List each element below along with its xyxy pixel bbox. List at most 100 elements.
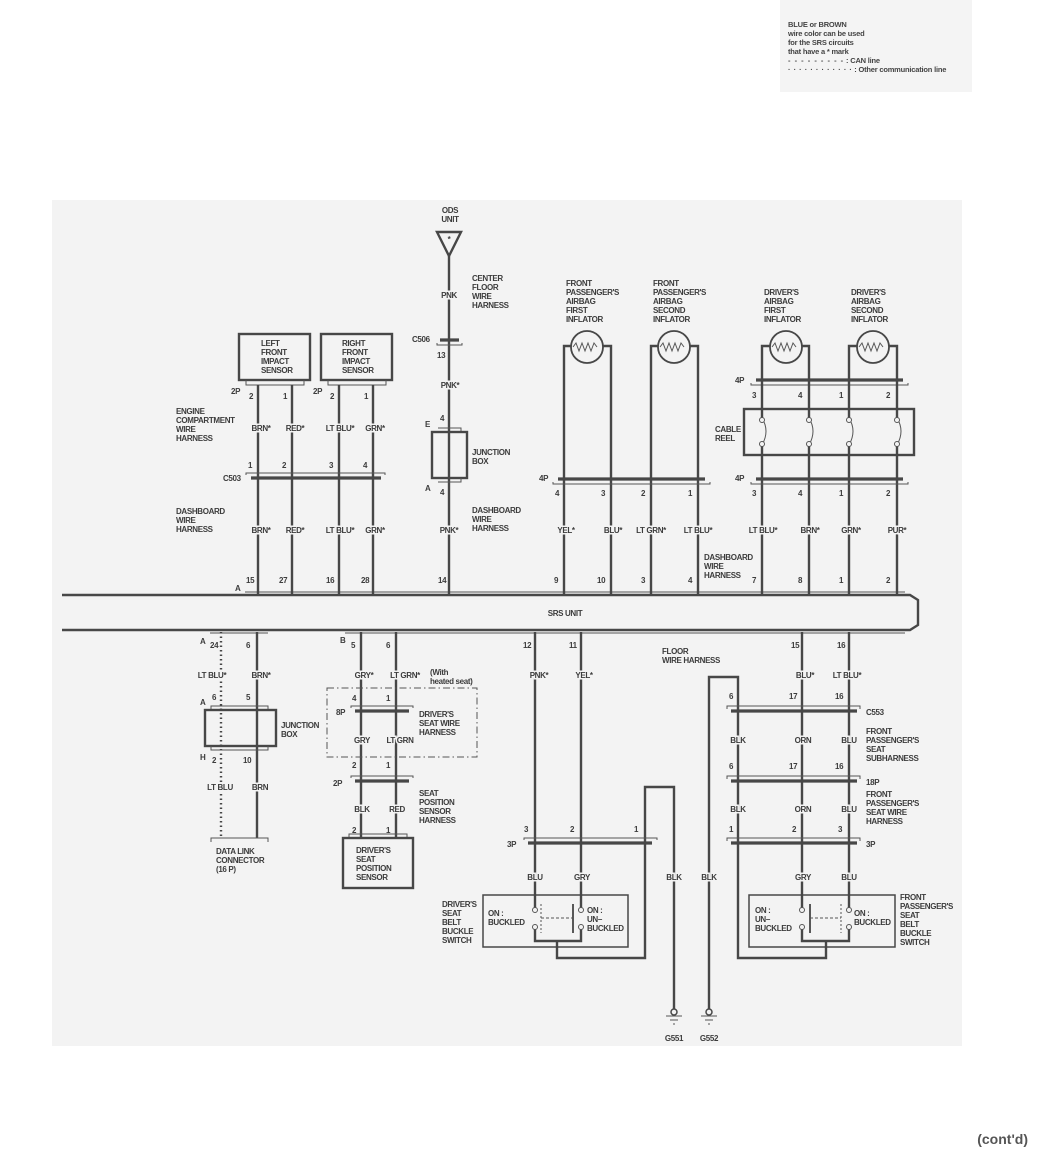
harness-label: WIRE [472, 292, 493, 301]
pin-number: 2 [212, 756, 217, 765]
wire-color-label: LT BLU* [833, 671, 863, 680]
driver-buckle-circuit: 12 11 PNK* YEL* 3 2 1 3P BLU GRY ON : BU… [442, 632, 684, 1043]
wire-color-label: BRN* [251, 526, 271, 535]
wire-color-label: GRY [795, 873, 812, 882]
connector-label: 2P [313, 387, 323, 396]
pin-number: 6 [729, 692, 734, 701]
pin-number: 2 [886, 489, 891, 498]
pin-number: 2 [886, 391, 891, 400]
wire-color-label: BLU [841, 736, 857, 745]
connector-side: A [200, 637, 206, 646]
buckle-switch-label: DRIVER'S [442, 900, 478, 909]
ground-icon [701, 1008, 717, 1025]
harness-label: HARNESS [176, 434, 214, 443]
wire-color-label: LT BLU* [749, 526, 779, 535]
pin-number: 1 [386, 761, 391, 770]
wire-color-label: GRY [574, 873, 591, 882]
pin-number: 4 [352, 694, 357, 703]
harness-label: FRONT [866, 790, 892, 799]
switch-state-label: ON : [587, 906, 603, 915]
connector-side: E [425, 420, 431, 429]
inflator-label: FIRST [566, 306, 588, 315]
sensor-label: DRIVER'S [356, 846, 392, 855]
pin-number: 16 [326, 576, 335, 585]
dotted-line-icon: · · · · · · · · · · · · [788, 65, 853, 74]
pin-number: 3 [524, 825, 529, 834]
pin-number: 6 [246, 641, 251, 650]
buckle-switch-box [482, 894, 629, 948]
buckle-switch-label: BUCKLE [900, 929, 932, 938]
switch-state-label: ON : [488, 909, 504, 918]
wire-color-label: PUR* [888, 526, 908, 535]
passenger-inflator-circuit: FRONT PASSENGER'S AIRBAG FIRST INFLATOR … [539, 279, 754, 595]
junction-box-label: BOX [281, 730, 298, 739]
pin-number: 6 [386, 641, 391, 650]
pin-number: 16 [835, 692, 844, 701]
harness-label: SEAT WIRE [866, 808, 908, 817]
pin-number: 4 [688, 576, 693, 585]
sensor-label: IMPACT [342, 357, 370, 366]
legend-line: wire color can be used [788, 29, 865, 38]
connector-label: 2P [231, 387, 241, 396]
wire-color-label: BRN* [251, 424, 271, 433]
pin-number: 17 [789, 762, 798, 771]
switch-state-label: BUCKLED [854, 918, 891, 927]
inflator-label: INFLATOR [764, 315, 801, 324]
inflator-label: INFLATOR [653, 315, 690, 324]
connector-side: H [200, 753, 206, 762]
connector-label: 3P [866, 840, 876, 849]
pin-number: 14 [438, 576, 447, 585]
buckle-switch-label: BELT [442, 918, 461, 927]
pin-number: 12 [523, 641, 532, 650]
inflator-label: AIRBAG [653, 297, 683, 306]
pin-number: 5 [246, 693, 251, 702]
buckle-switch-label: SEAT [442, 909, 462, 918]
ground-label: G551 [665, 1034, 684, 1043]
harness-label: WIRE HARNESS [662, 656, 721, 665]
wire-color-label: BRN* [251, 671, 271, 680]
buckle-switch-box [748, 894, 896, 948]
inflator-label: FRONT [566, 279, 592, 288]
heated-seat-note: (With [430, 668, 449, 677]
pin-number: 3 [329, 461, 334, 470]
cable-reel-box [742, 407, 916, 457]
switch-state-label: ON : [755, 906, 771, 915]
pin-number: 2 [249, 392, 254, 401]
inflator-label: SECOND [653, 306, 686, 315]
wire-color-label: GRN* [841, 526, 862, 535]
sensor-label: FRONT [261, 348, 287, 357]
wire-color-label: LT BLU* [684, 526, 714, 535]
sensor-label: SEAT [356, 855, 376, 864]
driver-inflator-circuit: DRIVER'S AIRBAG FIRST INFLATOR DRIVER'S … [715, 288, 916, 595]
cable-reel-label: CABLE [715, 425, 742, 434]
sensor-label: SENSOR [261, 366, 293, 375]
legend-line: BLUE or BROWN [788, 20, 847, 29]
pin-number: 1 [283, 392, 288, 401]
pin-number: 1 [634, 825, 639, 834]
connector-label: 2P [333, 779, 343, 788]
wire-color-label: PNK* [530, 671, 550, 680]
pin-number: 2 [792, 825, 797, 834]
connector-label: C503 [223, 474, 242, 483]
inflator-symbol [760, 330, 899, 380]
harness-label: CENTER [472, 274, 503, 283]
data-link-circuit: A 24 6 LT BLU* BRN* A 6 5 JUNCTION BOX H… [196, 632, 320, 874]
harness-label: ENGINE [176, 407, 206, 416]
pin-number: 6 [729, 762, 734, 771]
wire-color-label: GRY [354, 736, 371, 745]
pin-number: 2 [352, 761, 357, 770]
wire-color-label: LT BLU* [326, 526, 356, 535]
wire-color-label: GRY* [355, 671, 375, 680]
data-link-connector-label: CONNECTOR [216, 856, 265, 865]
connector-side: A [200, 698, 206, 707]
wire-color-label: LT BLU* [198, 671, 228, 680]
inflator-label: SECOND [851, 306, 884, 315]
connector-label: 3P [507, 840, 517, 849]
harness-label: SEAT [866, 745, 886, 754]
option-boundary [326, 687, 478, 758]
buckle-switch-label: BUCKLE [442, 927, 474, 936]
wire-color-label: PNK* [441, 381, 461, 390]
switch-contacts-symbol [799, 904, 852, 943]
pin-number: 2 [352, 826, 357, 835]
inflator-label: FRONT [653, 279, 679, 288]
